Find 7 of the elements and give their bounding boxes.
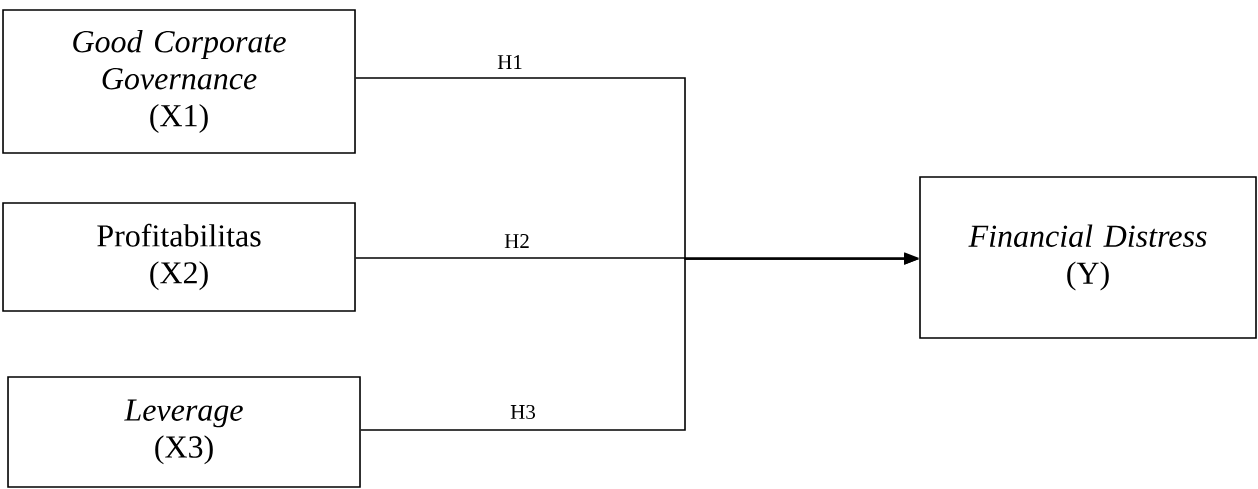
variable-box: Profitabilitas (X2) <box>2 202 356 312</box>
edge-label: H1 <box>496 54 524 70</box>
edge-label: H2 <box>503 233 531 249</box>
variable-box: Financial Distress (Y) <box>919 176 1257 339</box>
variable-box: Good Corporate Governance (X1) <box>2 9 356 154</box>
variable-box: Leverage (X3) <box>7 376 361 488</box>
edge-label: H3 <box>509 403 537 421</box>
